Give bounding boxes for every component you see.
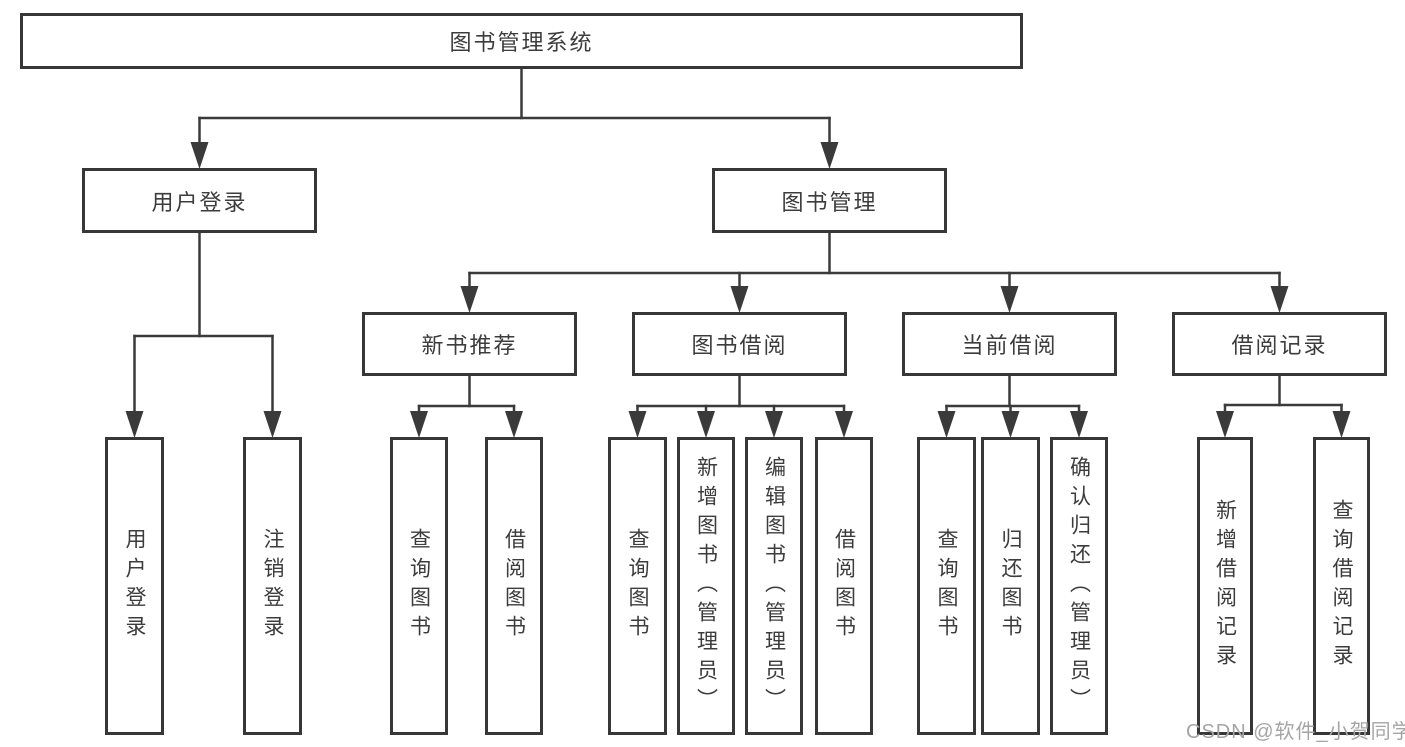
node-current-borrow: 当前借阅 [902, 312, 1117, 376]
node-label-leaf-edit-book: 编辑图书（管理员） [762, 455, 786, 717]
node-label-book-mgmt: 图书管理 [781, 189, 878, 215]
node-label-user-login: 用户登录 [151, 189, 248, 215]
node-leaf-add-record: 新增借阅记录 [1197, 437, 1253, 735]
node-label-leaf-query-book-borrow: 查询图书 [626, 528, 649, 644]
node-label-leaf-user-login: 用户登录 [123, 528, 146, 644]
arrowhead-icon [820, 142, 839, 169]
arrowhead-icon [1000, 286, 1019, 313]
node-leaf-add-book: 新增图书（管理员） [677, 437, 735, 735]
arrowhead-icon [835, 411, 853, 438]
node-borrow-records: 借阅记录 [1172, 312, 1387, 376]
node-label-borrow-records: 借阅记录 [1231, 333, 1328, 358]
node-label-leaf-confirm-return: 确认归还（管理员） [1067, 455, 1091, 717]
arrowhead-icon [460, 286, 479, 313]
node-leaf-confirm-return: 确认归还（管理员） [1050, 437, 1108, 735]
node-leaf-edit-book: 编辑图书（管理员） [745, 437, 803, 735]
node-label-new-book-rec: 新书推荐 [421, 333, 518, 358]
node-label-leaf-logout: 注销登录 [261, 528, 284, 644]
node-leaf-query-book-new: 查询图书 [390, 437, 448, 735]
arrowhead-icon [765, 411, 783, 438]
arrowhead-icon [1216, 411, 1234, 438]
watermark-text: CSDN @软件_小贺同学 [1186, 721, 1405, 743]
node-label-current-borrow: 当前借阅 [961, 333, 1058, 358]
node-label-leaf-add-record: 新增借阅记录 [1213, 499, 1237, 673]
node-leaf-return-book: 归还图书 [981, 437, 1040, 735]
arrowhead-icon [1270, 286, 1289, 313]
node-root: 图书管理系统 [20, 13, 1023, 69]
arrowhead-icon [1332, 411, 1351, 438]
arrowhead-icon [937, 411, 956, 438]
node-label-leaf-return-book: 归还图书 [999, 528, 1022, 644]
node-new-book-rec: 新书推荐 [362, 312, 577, 376]
arrowhead-icon [1001, 411, 1020, 438]
node-leaf-borrow-book: 借阅图书 [815, 437, 873, 735]
arrowhead-icon [730, 286, 749, 313]
arrowhead-icon [1070, 411, 1088, 438]
arrowhead-icon [628, 411, 647, 438]
node-leaf-query-book-cur: 查询图书 [917, 437, 976, 735]
node-leaf-logout: 注销登录 [243, 437, 302, 735]
arrowhead-icon [190, 142, 209, 169]
arrowhead-icon [125, 411, 144, 438]
arrowhead-icon [410, 411, 428, 438]
arrowhead-icon [697, 411, 715, 438]
node-label-leaf-query-record: 查询借阅记录 [1330, 499, 1353, 673]
node-book-borrow: 图书借阅 [632, 312, 847, 376]
node-label-leaf-add-book: 新增图书（管理员） [694, 455, 718, 717]
node-label-leaf-borrow-book: 借阅图书 [832, 528, 856, 644]
node-label-leaf-query-book-new: 查询图书 [407, 528, 431, 644]
node-leaf-query-record: 查询借阅记录 [1313, 437, 1370, 735]
node-leaf-query-book-borrow: 查询图书 [608, 437, 667, 735]
arrowhead-icon [263, 411, 282, 438]
node-label-book-borrow: 图书借阅 [691, 333, 788, 358]
node-label-leaf-query-book-cur: 查询图书 [935, 528, 958, 644]
node-leaf-user-login: 用户登录 [105, 437, 164, 735]
node-label-leaf-borrow-book-new: 借阅图书 [502, 528, 526, 644]
node-leaf-borrow-book-new: 借阅图书 [485, 437, 543, 735]
node-user-login: 用户登录 [82, 168, 317, 233]
node-label-root: 图书管理系统 [449, 30, 594, 55]
node-book-mgmt: 图书管理 [712, 168, 947, 233]
arrowhead-icon [505, 411, 523, 438]
